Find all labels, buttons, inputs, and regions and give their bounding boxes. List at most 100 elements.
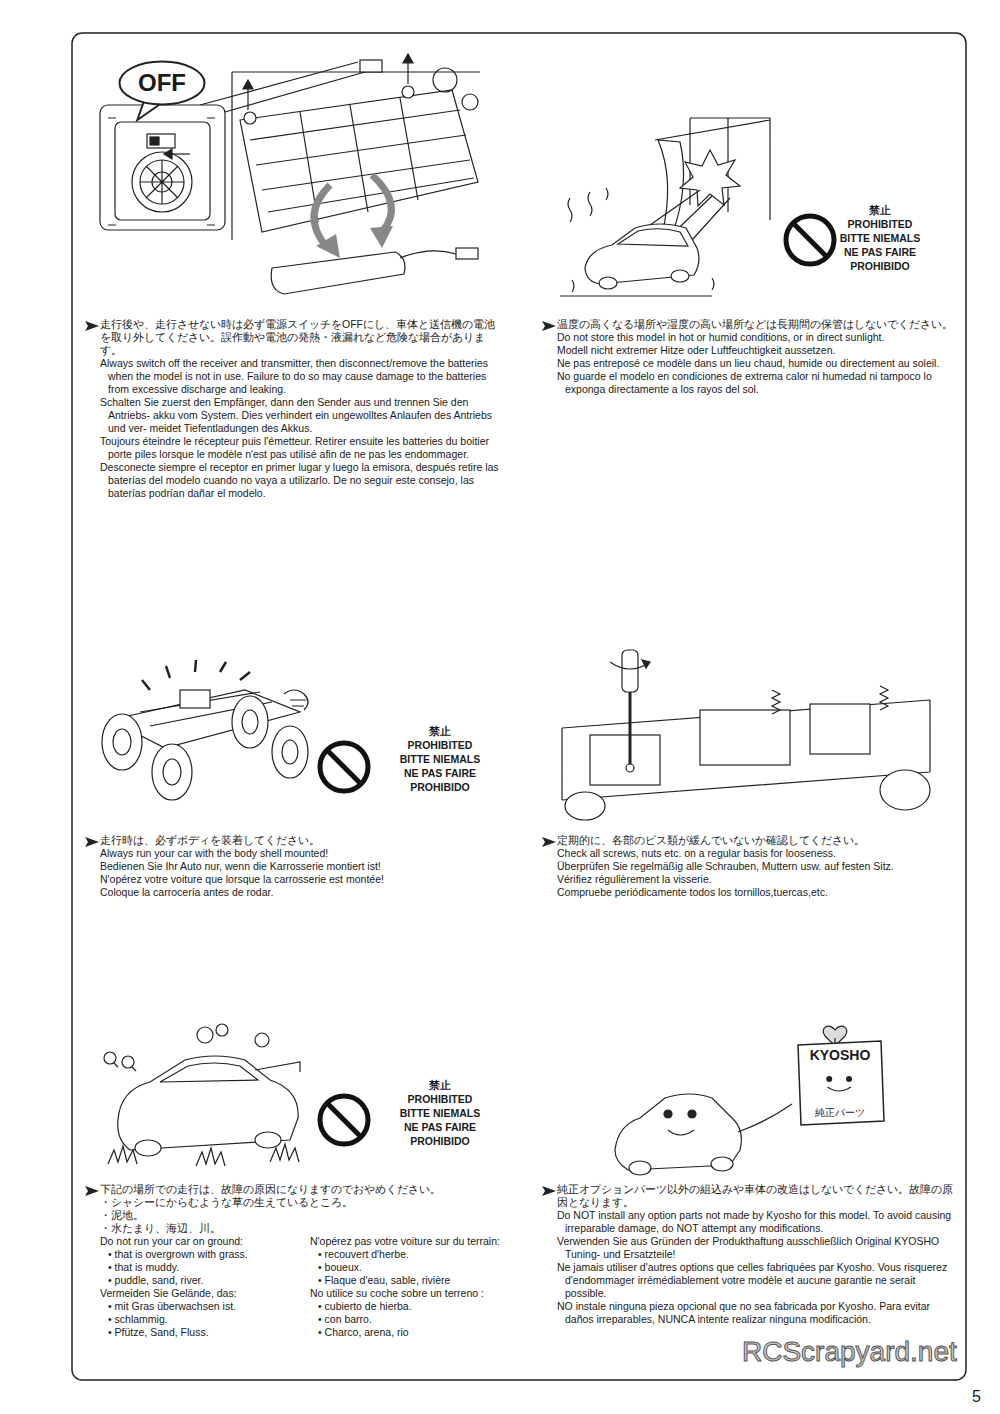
battery-removal-illustration <box>100 54 480 294</box>
battery-removal-illustration-part <box>244 112 256 124</box>
parts-box: KYOSHO純正パーツ <box>795 1040 885 1126</box>
instruction-text: No guarde el modelo en condiciones de ex… <box>557 370 957 396</box>
instruction-text: Desconecte siempre el receptor en primer… <box>100 461 505 500</box>
prohibition-symbols-part <box>320 743 368 791</box>
face-eye <box>826 1076 832 1082</box>
battery-removal-illustration-part <box>132 152 192 212</box>
box-outline <box>798 1041 884 1125</box>
battery-removal-illustration-part <box>140 160 184 204</box>
monster-truck-illustration-part <box>163 759 181 785</box>
language-column: Do not run your car on ground:• that is … <box>100 1235 310 1339</box>
prohibited-caption: 禁止PROHIBITEDBITTE NIEMALSNE PAS FAIREPRO… <box>375 724 505 794</box>
warning-word: NE PAS FAIRE <box>815 245 945 259</box>
bullet-item: • that is muddy. <box>100 1261 310 1274</box>
page-frame <box>72 33 966 1380</box>
screw-check-illustration-part <box>880 770 930 810</box>
bullet-arrows-part <box>542 837 556 847</box>
battery-removal-illustration-part <box>164 149 172 159</box>
warning-word: PROHIBITED <box>375 1092 505 1106</box>
instruction-text: NO instale ninguna pieza opcional que no… <box>557 1300 957 1326</box>
screw-check-illustration-part <box>642 660 650 668</box>
screw-check-illustration-part <box>700 710 790 765</box>
text-column: 温度の高くなる場所や湿度の高い場所などは長期間の保管はしないでください。Do n… <box>557 318 957 396</box>
monster-truck-illustration-part <box>102 714 142 770</box>
screw-check-illustration <box>562 650 930 820</box>
watermark: RCScrapyard.net <box>742 1336 957 1368</box>
battery-removal-illustration-part <box>400 251 456 258</box>
bullet-item: • puddle, sand, river. <box>100 1274 310 1287</box>
warning-word: PROHIBITED <box>375 738 505 752</box>
battery-removal-illustration-part <box>360 60 382 72</box>
sunlight-storage-illustration <box>560 118 770 296</box>
monster-truck-illustration-part <box>242 710 258 734</box>
japanese-instruction: ・水たまり、海辺、川。 <box>100 1222 525 1235</box>
battery-removal-illustration-part <box>170 153 190 154</box>
bullet-item: • that is overgrown with grass. <box>100 1248 310 1261</box>
instruction-text: Bedienen Sie Ihr Auto nur, wenn die Karr… <box>100 860 505 873</box>
monster-truck-illustration-part <box>152 744 192 800</box>
prohibition-symbols-part <box>793 223 827 257</box>
instruction-text: N'opérez pas votre voiture sur du terrai… <box>310 1235 520 1248</box>
screw-check-illustration-part <box>590 735 660 785</box>
instruction-text: Do not store this model in hot or humid … <box>557 331 957 344</box>
monster-truck-illustration-part <box>282 740 298 764</box>
language-columns: Do not run your car on ground:• that is … <box>100 1235 525 1339</box>
face-eye <box>846 1076 852 1082</box>
japanese-instruction: ・泥地。 <box>100 1209 525 1222</box>
prohibition-symbols-part <box>327 750 361 784</box>
bullet-arrows <box>85 321 556 1196</box>
bullet-arrows-part <box>85 837 99 847</box>
battery-removal-illustration-part <box>232 72 480 240</box>
screw-check-illustration-part <box>629 692 632 764</box>
page-number: 5 <box>972 1388 981 1406</box>
monster-truck-illustration-part <box>272 726 308 778</box>
sunlight-storage-illustration-part <box>568 188 714 292</box>
speech-bubble: OFF <box>118 60 206 106</box>
bubble-outline <box>120 62 205 105</box>
prohibited-caption: 禁止PROHIBITEDBITTE NIEMALSNE PAS FAIREPRO… <box>815 203 945 273</box>
prohibited-caption: 禁止PROHIBITEDBITTE NIEMALSNE PAS FAIREPRO… <box>375 1078 505 1148</box>
japanese-instruction: 純正オプションパーツ以外の組込みや車体の改造はしないでください。故障の原因となり… <box>557 1183 957 1209</box>
grass-terrain-illustration-part <box>114 1063 118 1067</box>
battery-removal-illustration-part <box>108 118 215 225</box>
node-text: KYOSHO <box>810 1047 871 1064</box>
monster-truck-illustration-part <box>142 660 250 690</box>
warning-word: BITTE NIEMALS <box>815 231 945 245</box>
grass-terrain-illustration-part <box>255 1062 300 1072</box>
warning-word: NE PAS FAIRE <box>375 1120 505 1134</box>
instruction-text: Ne jamais utiliser d'autres options que … <box>557 1261 957 1300</box>
text-column: 純正オプションパーツ以外の組込みや車体の改造はしないでください。故障の原因となり… <box>557 1183 957 1326</box>
instruction-text: Coloque la carrocería antes de rodar. <box>100 886 505 899</box>
instruction-text: Verwenden Sie aus Gründen der Produkthaf… <box>557 1235 957 1261</box>
prohibition-symbols-part <box>786 216 834 264</box>
bullet-item: • boueux. <box>310 1261 520 1274</box>
battery-removal-illustration-part <box>462 94 478 110</box>
bullet-item: • cubierto de hierba. <box>310 1300 520 1313</box>
japanese-instruction: ・シャシーにからむような草の生えているところ。 <box>100 1196 525 1209</box>
warning-word: PROHIBITED <box>815 217 945 231</box>
node-text: OFF <box>138 69 186 98</box>
grass-terrain-illustration-part <box>122 1056 134 1068</box>
instruction-text: Do not run your car on ground: <box>100 1235 310 1248</box>
bullet-item: • Flaque d'eau, sable, rivière <box>310 1274 520 1287</box>
japanese-instruction: 走行時は、必ずボディを装着してください。 <box>100 834 505 847</box>
grass-terrain-illustration-part <box>255 1132 281 1148</box>
sunlight-storage-illustration-part <box>585 224 699 284</box>
instruction-text: Compruebe periódicamente todos los torni… <box>557 886 957 899</box>
sunlight-storage-illustration-part <box>618 229 688 246</box>
bullet-item: • Charco, arena, rio <box>310 1326 520 1339</box>
warning-word: PROHIBIDO <box>375 780 505 794</box>
monster-truck-illustration-part <box>284 690 308 710</box>
battery-removal-illustration-part <box>240 90 478 232</box>
instruction-text: No utilice su coche sobre un terreno : <box>310 1287 520 1300</box>
bullet-arrows-part <box>542 1186 556 1196</box>
text-column: 走行後や、走行させない時は必ず電源スイッチをOFFにし、車体と送信機の電池を取り… <box>100 318 505 500</box>
battery-removal-illustration-part <box>372 175 391 232</box>
screw-check-illustration-part <box>626 764 634 772</box>
grass-terrain-illustration-part <box>255 1033 269 1047</box>
instruction-text: Toujours éteindre le récepteur puis l'ém… <box>100 435 505 461</box>
warning-word: 禁止 <box>375 724 505 738</box>
instruction-text: Always run your car with the body shell … <box>100 847 505 860</box>
screw-check-illustration-part <box>622 650 638 692</box>
